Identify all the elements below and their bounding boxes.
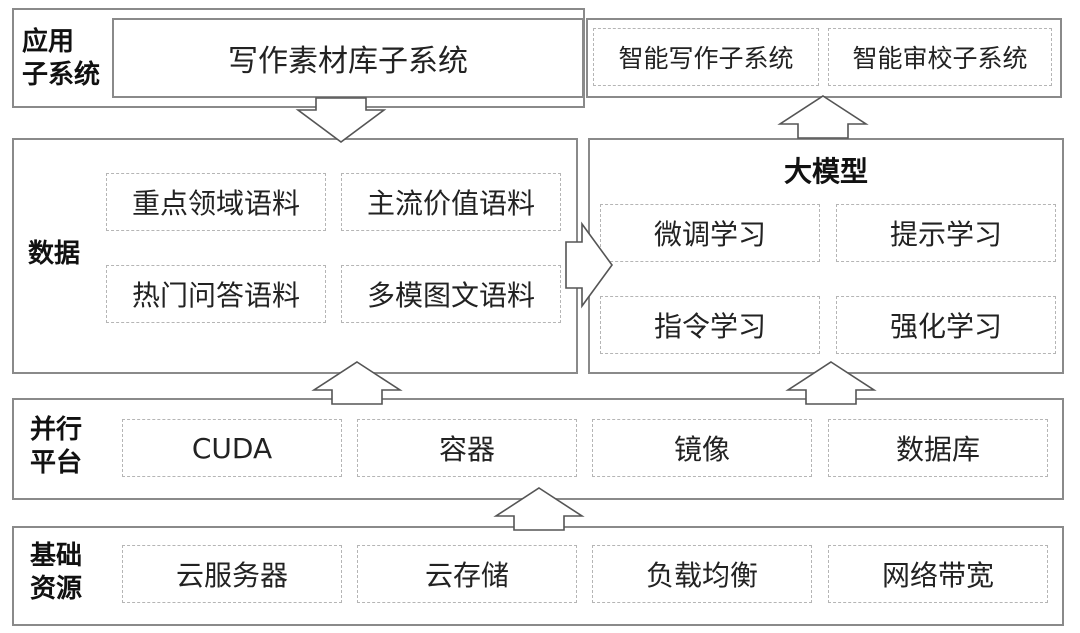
arrow-up-shape: [785, 361, 877, 405]
model-layer-title: 大模型: [783, 155, 868, 188]
model-item-prompt: 提示学习: [836, 204, 1056, 262]
data-item-key-domain: 重点领域语料: [106, 173, 326, 231]
app-layer-label: 应用 子系统: [22, 26, 100, 91]
arrow-right-data-to-model: [565, 221, 613, 309]
resources-layer-label-line1: 基础: [30, 541, 83, 571]
smart-writing-subsystem: 智能写作子系统: [593, 28, 819, 86]
platform-item-database: 数据库: [828, 419, 1048, 477]
platform-item-container: 容器: [357, 419, 577, 477]
data-item-hot-qa: 热门问答语料: [106, 265, 326, 323]
arrow-right-shape: [565, 221, 613, 309]
platform-item-image: 镜像: [592, 419, 812, 477]
arrow-up-shape: [493, 487, 585, 531]
platform-layer-label-line1: 并行: [30, 415, 83, 445]
data-item-mainstream: 主流价值语料: [341, 173, 561, 231]
writing-material-subsystem: 写作素材库子系统: [112, 18, 584, 98]
arrow-up-model-to-apps: [777, 95, 869, 139]
model-item-instruction: 指令学习: [600, 296, 820, 354]
resource-item-bandwidth: 网络带宽: [828, 545, 1048, 603]
arrow-up-shape: [311, 361, 403, 405]
arrow-up-platform-to-model: [785, 361, 877, 405]
resource-item-cloud-server: 云服务器: [122, 545, 342, 603]
app-layer-label-line1: 应用: [22, 27, 75, 57]
resource-item-cloud-storage: 云存储: [357, 545, 577, 603]
arrow-up-shape: [777, 95, 869, 139]
platform-layer-label: 并行 平台: [30, 414, 82, 479]
arrow-down-material-to-data: [295, 97, 387, 143]
arrow-up-platform-to-data: [311, 361, 403, 405]
app-layer-label-line2: 子系统: [22, 59, 101, 90]
resource-item-load-balancing: 负载均衡: [592, 545, 812, 603]
smart-review-subsystem: 智能审校子系统: [828, 28, 1052, 86]
resources-layer-label: 基础 资源: [30, 540, 82, 605]
arrow-down-shape: [295, 97, 387, 143]
arrow-up-resources-to-platform: [493, 487, 585, 531]
model-item-finetune: 微调学习: [600, 204, 820, 262]
data-layer-label: 数据: [28, 239, 81, 269]
platform-item-cuda: CUDA: [122, 419, 342, 477]
model-item-reinforcement: 强化学习: [836, 296, 1056, 354]
platform-layer-label-line2: 平台: [30, 447, 83, 478]
data-item-multimodal: 多模图文语料: [341, 265, 561, 323]
resources-layer-label-line2: 资源: [30, 573, 83, 604]
